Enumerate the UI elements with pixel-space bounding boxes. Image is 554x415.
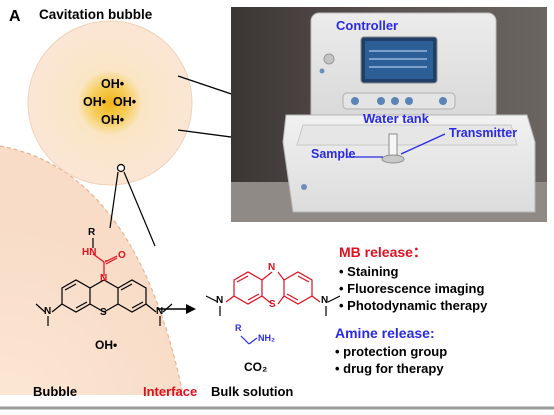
cavitation-bubble (27, 20, 193, 186)
radical-label: OH• (113, 95, 137, 109)
sample-label: Sample (311, 147, 356, 161)
reaction-arrow-head (186, 304, 196, 314)
transmitter-label: Transmitter (449, 126, 518, 140)
atom-label: N (156, 306, 164, 317)
atom-label: N (321, 295, 329, 306)
amine-release-item: • protection group (335, 344, 448, 359)
carbamate-group (92, 253, 118, 276)
zoom-ring (116, 163, 126, 173)
panel-letter: A (9, 8, 21, 25)
mb-release-item: • Fluorescence imaging (339, 281, 485, 296)
atom-label: O (118, 250, 126, 261)
bubble-region (0, 146, 182, 395)
region-interface-label: Interface (143, 384, 198, 399)
atom-label: N (268, 262, 276, 273)
atom-label: S (269, 299, 276, 310)
mb-release-item: • Photodynamic therapy (339, 298, 488, 313)
radical-label: OH• (101, 77, 125, 91)
region-bubble-label: Bubble (33, 384, 78, 399)
water-tank-label: Water tank (363, 111, 429, 126)
amine-release-item: • drug for therapy (335, 361, 444, 376)
atom-label: R (88, 227, 96, 238)
mb-methyls (205, 295, 341, 316)
mb-release-title: MB release： (339, 244, 427, 260)
radical-label: OH• (83, 95, 107, 109)
reactant-radical: OH• (95, 338, 118, 352)
instrument-illustration (231, 7, 547, 222)
reactant-structure (35, 279, 173, 326)
atom-label: N (216, 295, 224, 306)
controller-label: Controller (336, 18, 399, 33)
methylene-blue-structure (225, 271, 321, 305)
mb-release-item: • Staining (339, 264, 399, 279)
instrument-photo (231, 7, 547, 222)
amine-structure (240, 335, 258, 345)
bubble-boundary (0, 145, 183, 391)
co2-label: CO₂ (244, 360, 268, 374)
radical-label: OH• (101, 113, 125, 127)
amine-release-title: Amine release: (335, 325, 435, 341)
atom-label: N (100, 273, 108, 284)
atom-label: NH₂ (258, 333, 275, 343)
atom-label: HN (82, 247, 97, 258)
bubble-title: Cavitation bubble (39, 7, 153, 22)
zoom-line (109, 171, 119, 229)
zoom-line (123, 171, 156, 247)
region-bulk-label: Bulk solution (211, 384, 294, 399)
atom-label: N (44, 306, 52, 317)
atom-label: R (235, 323, 242, 333)
atom-label: S (100, 307, 107, 318)
